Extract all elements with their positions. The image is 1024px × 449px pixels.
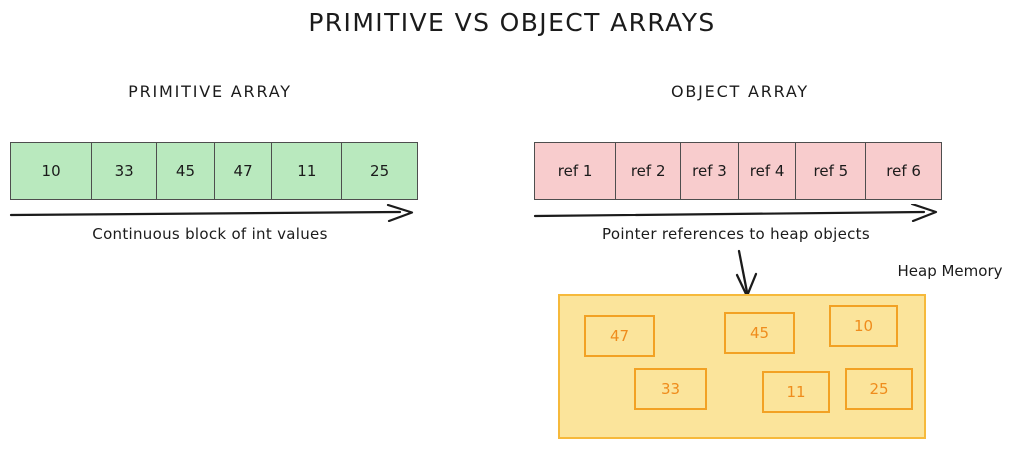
primitive-array-cell-0: 10 [11,143,93,199]
object-array-cell-0: ref 1 [535,143,617,199]
points-to-heap-arrow-icon [735,249,758,298]
primitive-array-cell-1: 33 [92,143,158,199]
heap-object-1: 45 [724,312,795,354]
object-array-cell-4: ref 5 [796,143,867,199]
primitive-array-caption: Continuous block of int values [92,225,328,243]
heap-object-4: 11 [762,371,830,413]
primitive-array-cell-5: 25 [370,162,390,180]
pointer-reference-arrow-icon [533,204,938,222]
page-title: PRIMITIVE VS OBJECT ARRAYS [308,8,716,37]
heap-object-0: 47 [584,315,655,357]
object-array-cell-1: ref 2 [616,143,682,199]
heap-object-5: 25 [845,368,913,410]
primitive-array-cell-2: 45 [157,143,215,199]
heap-object-3: 33 [634,368,707,410]
object-array-cell-5: ref 6 [886,162,921,180]
primitive-array-cell-4: 11 [272,143,343,199]
heap-memory-label: Heap Memory [897,262,1003,280]
object-array-cell-2: ref 3 [681,143,739,199]
primitive-array-cell-3: 47 [215,143,273,199]
heap-object-2: 10 [829,305,898,347]
object-array-caption: Pointer references to heap objects [602,225,870,243]
object-array-cell-3: ref 4 [739,143,797,199]
object-array-heading: OBJECT ARRAY [670,82,810,101]
heap-memory-box: 47 45 10 33 11 25 [558,294,926,439]
continuous-memory-arrow-icon [9,204,414,222]
primitive-array-heading: PRIMITIVE ARRAY [128,82,292,101]
